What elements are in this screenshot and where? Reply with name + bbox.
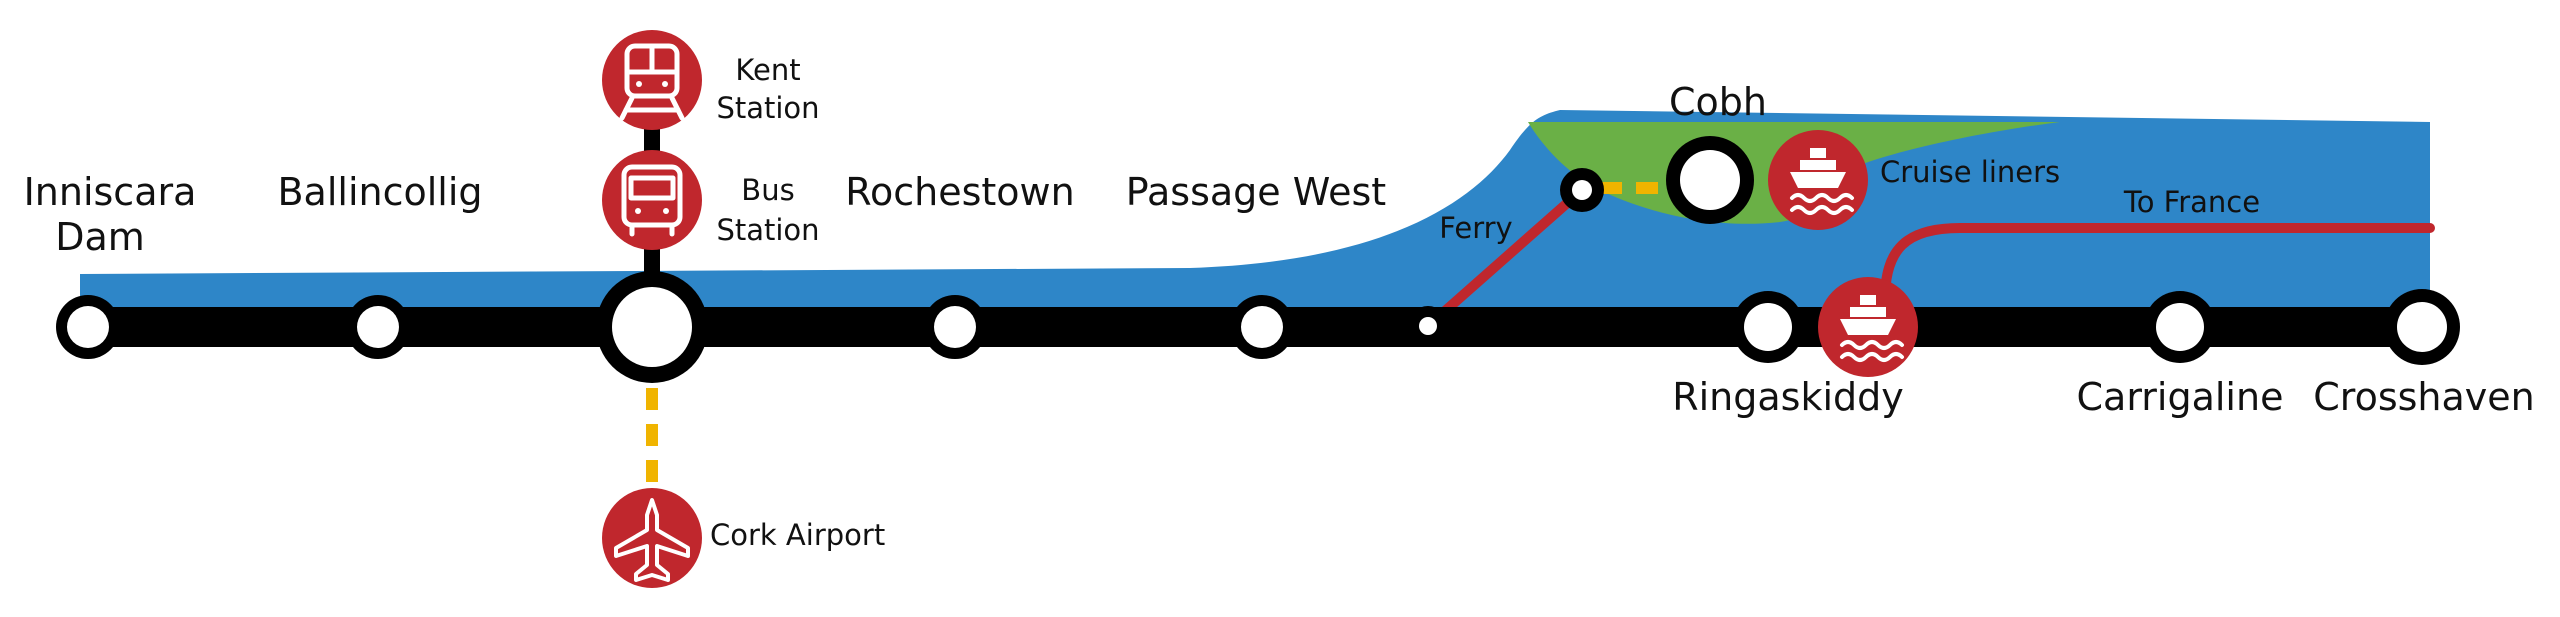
station-passage-west[interactable] [1230,295,1294,359]
ship-icon [1840,295,1904,362]
station-ballincollig[interactable] [346,295,410,359]
station-inniscara-dam[interactable] [56,295,120,359]
label-inniscara-dam-line1: Inniscara [24,170,197,214]
bus-icon [621,164,683,237]
label-ballincollig: Ballincollig [277,170,482,214]
station-cobh-ferry-node[interactable] [1560,168,1604,212]
station-rochestown[interactable] [923,295,987,359]
poi-ringaskiddy-ferry-port[interactable] [1818,277,1918,377]
label-inniscara-dam-line2: Dam [55,215,145,259]
station-kent-bus-interchange[interactable] [596,271,708,383]
label-cruise-liners: Cruise liners [1880,155,2060,189]
label-carrigaline: Carrigaline [2077,375,2284,419]
poi-cork-airport[interactable] [602,488,702,588]
station-ringaskiddy[interactable] [1732,291,1804,363]
poi-cruise-liners[interactable] [1768,130,1868,230]
station-ferry-stop[interactable] [1408,306,1448,346]
station-cobh[interactable] [1666,136,1754,224]
airplane-icon [614,498,690,582]
label-rochestown: Rochestown [845,170,1074,214]
poi-kent-station[interactable] [602,30,702,130]
poi-bus-station[interactable] [602,150,702,250]
label-ringaskiddy: Ringaskiddy [1672,375,1904,419]
label-cork-airport: Cork Airport [710,518,885,552]
label-to-france: To France [2123,185,2260,219]
label-kent-station-line1: Kent [735,53,800,87]
label-passage-west: Passage West [1126,170,1386,214]
label-ferry: Ferry [1439,211,1512,245]
train-icon [619,43,685,121]
label-kent-station-line2: Station [716,91,819,125]
label-crosshaven: Crosshaven [2313,375,2535,419]
label-bus-station-line2: Station [716,213,819,247]
label-cobh: Cobh [1669,80,1767,124]
station-carrigaline[interactable] [2144,291,2216,363]
label-bus-station-line1: Bus [741,173,794,207]
ship-icon [1790,148,1854,215]
ferry-route-line [1423,185,1587,331]
station-crosshaven[interactable] [2384,289,2460,365]
